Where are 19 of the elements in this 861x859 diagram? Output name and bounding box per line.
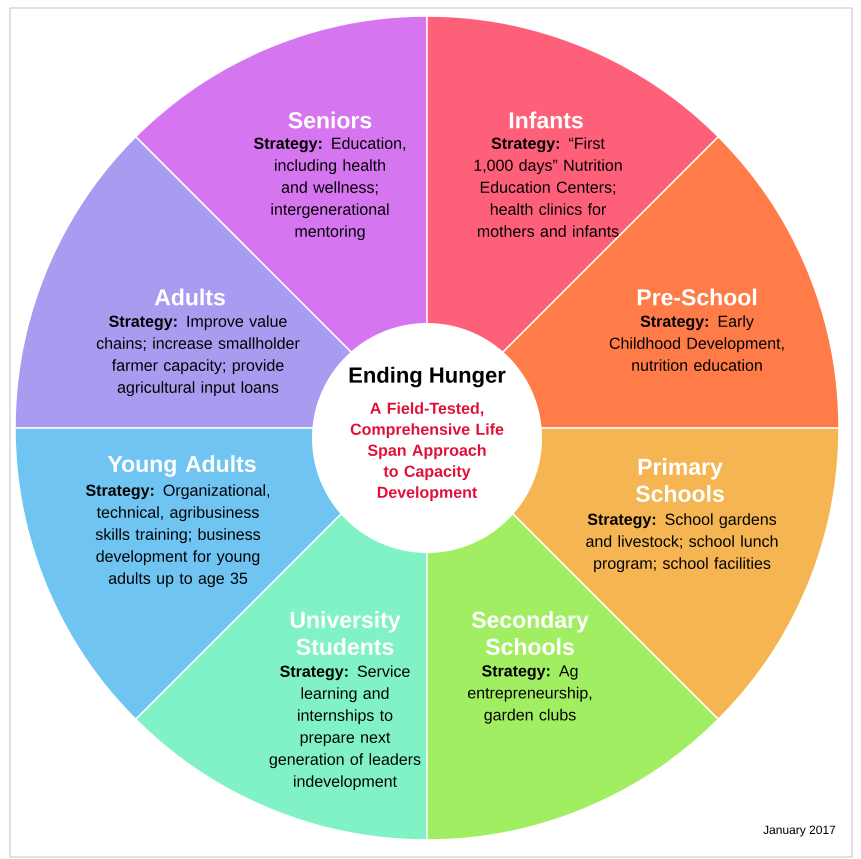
sector-heading: Seniors: [288, 112, 372, 128]
sector-heading: Adults: [154, 288, 225, 306]
strategy-text: Strategy: “First 1,000 days” Nutrition Education Centers; health clinics for mothers and infants: [474, 137, 622, 237]
strategy-text: Strategy: Service learning and internships to prepare next generation of leaders indevelopment: [270, 665, 420, 790]
strategy-text: Strategy: Education, including health and wellness; intergenerational mentoring: [254, 137, 406, 240]
strategy-text: Strategy: Early Childhood Development, nutrition education: [610, 315, 784, 371]
center-title: Ending Hunger: [350, 366, 506, 388]
center-subtitle: A Field-Tested, Comprehensive Life Span Approach to Capacity Development: [350, 402, 504, 502]
sector-heading: Primary Schools: [636, 458, 724, 502]
sector-heading: Secondary Schools: [472, 611, 589, 655]
sector-heading: Young Adults: [108, 455, 256, 477]
sector-heading: University Students: [290, 611, 400, 655]
sector-heading: Pre-School: [638, 288, 756, 306]
sector-heading: Infants: [510, 112, 583, 128]
strategy-text: Strategy: Improve value chains; increase smallholder farmer capacity; provide agricultural input loans: [96, 315, 300, 396]
strategy-text: Strategy: Ag entrepreneurship, garden clubs: [468, 665, 592, 724]
date-note: January 2017: [763, 826, 836, 836]
strategy-text: Strategy: School gardens and livestock; school lunch program; school facilities: [586, 513, 778, 572]
strategy-text: Strategy: Organizational, technical, agribusiness skills training; business development for young adults up to age 35: [86, 484, 270, 588]
